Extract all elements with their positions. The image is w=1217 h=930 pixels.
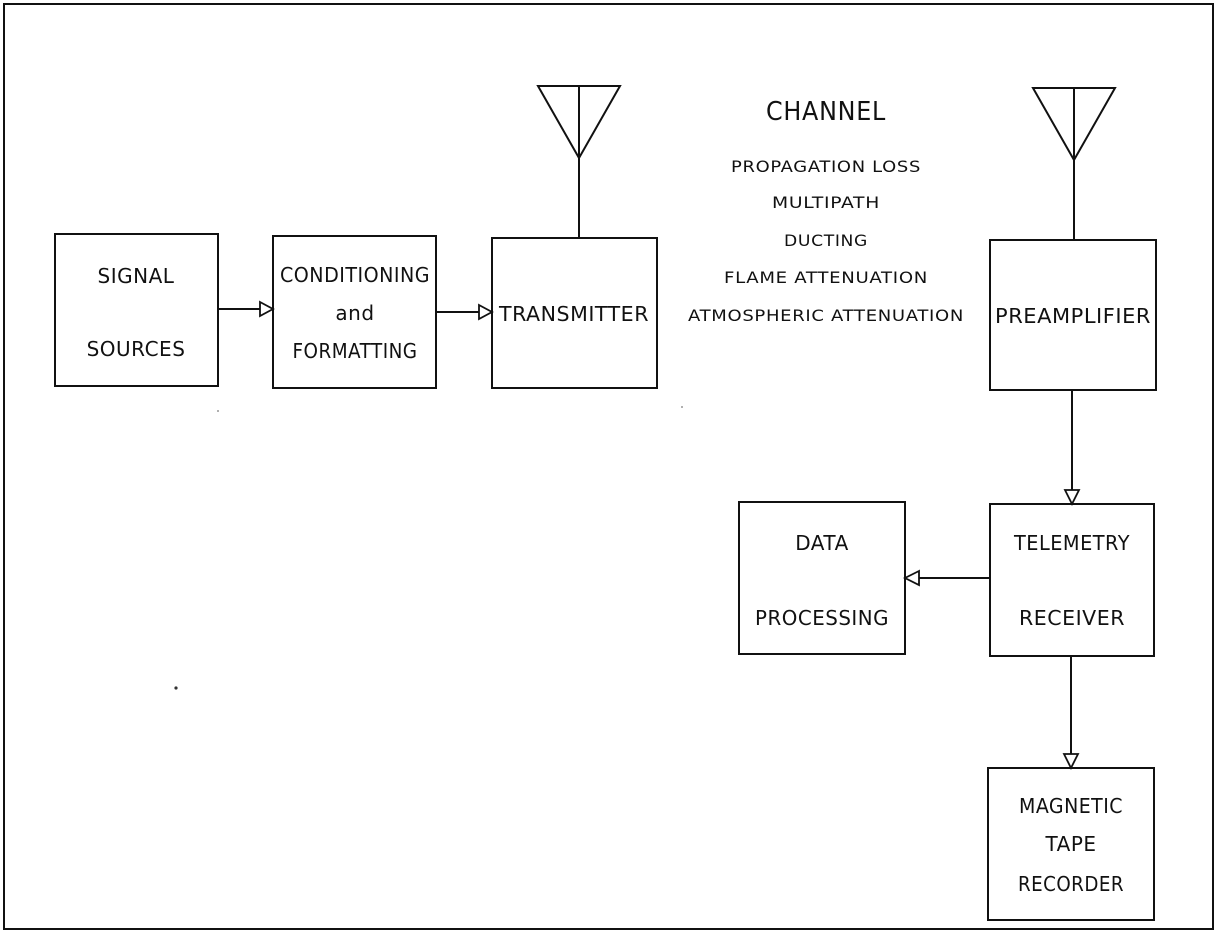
data-processing-line-1: DATA <box>795 531 849 555</box>
arrow-preamplifier-to-receiver <box>1063 390 1081 507</box>
conditioning-line-3: FORMATTING <box>293 339 418 363</box>
arrow-receiver-to-data-processing <box>902 569 990 587</box>
telemetry-receiver-line-1: TELEMETRY <box>1013 531 1130 555</box>
arrow-conditioning-to-transmitter <box>436 303 494 321</box>
arrow-sources-to-conditioning <box>218 300 275 318</box>
scan-speck <box>681 406 683 408</box>
diagram-border <box>3 3 1214 930</box>
data-processing-block: DATA PROCESSING <box>738 501 906 655</box>
receive-antenna <box>1031 87 1117 240</box>
channel-effect-flame-attenuation: FLAME ATTENUATION <box>724 268 928 287</box>
transmit-antenna <box>536 85 622 238</box>
conditioning-line-1: CONDITIONING <box>280 263 430 287</box>
telemetry-receiver-block: TELEMETRY RECEIVER <box>989 503 1155 657</box>
channel-effect-atmospheric-attenuation: ATMOSPHERIC ATTENUATION <box>688 306 964 325</box>
channel-effect-propagation-loss: PROPAGATION LOSS <box>731 157 921 176</box>
channel-effect-ducting: DUCTING <box>784 231 868 250</box>
arrow-receiver-to-tape-recorder <box>1062 656 1080 771</box>
tape-recorder-line-1: MAGNETIC <box>1019 794 1123 818</box>
scan-speck <box>174 686 178 690</box>
signal-sources-line-2: SOURCES <box>87 337 186 361</box>
tape-recorder-box <box>987 767 1155 921</box>
signal-sources-box <box>54 233 219 387</box>
conditioning-block: CONDITIONING and FORMATTING <box>272 235 437 389</box>
channel-effect-multipath: MULTIPATH <box>772 193 880 212</box>
channel-title: CHANNEL <box>766 97 886 127</box>
transmitter-block: TRANSMITTER <box>491 237 658 389</box>
transmitter-box <box>491 237 658 389</box>
tape-recorder-block: MAGNETIC TAPE RECORDER <box>987 767 1155 921</box>
preamplifier-label: PREAMPLIFIER <box>995 304 1151 328</box>
telemetry-receiver-box <box>989 503 1155 657</box>
signal-sources-block: SIGNAL SOURCES <box>54 233 219 387</box>
telemetry-receiver-line-2: RECEIVER <box>1019 606 1125 630</box>
tape-recorder-line-3: RECORDER <box>1018 872 1124 896</box>
conditioning-box <box>272 235 437 389</box>
data-processing-line-2: PROCESSING <box>755 606 889 630</box>
transmitter-label: TRANSMITTER <box>498 302 649 326</box>
signal-sources-line-1: SIGNAL <box>98 264 175 288</box>
data-processing-box <box>738 501 906 655</box>
scan-speck <box>217 410 219 412</box>
tape-recorder-line-2: TAPE <box>1044 832 1096 856</box>
conditioning-line-2: and <box>335 301 374 325</box>
preamplifier-block: PREAMPLIFIER <box>989 239 1157 391</box>
channel-label-group: CHANNEL PROPAGATION LOSS MULTIPATH DUCTI… <box>688 97 964 325</box>
